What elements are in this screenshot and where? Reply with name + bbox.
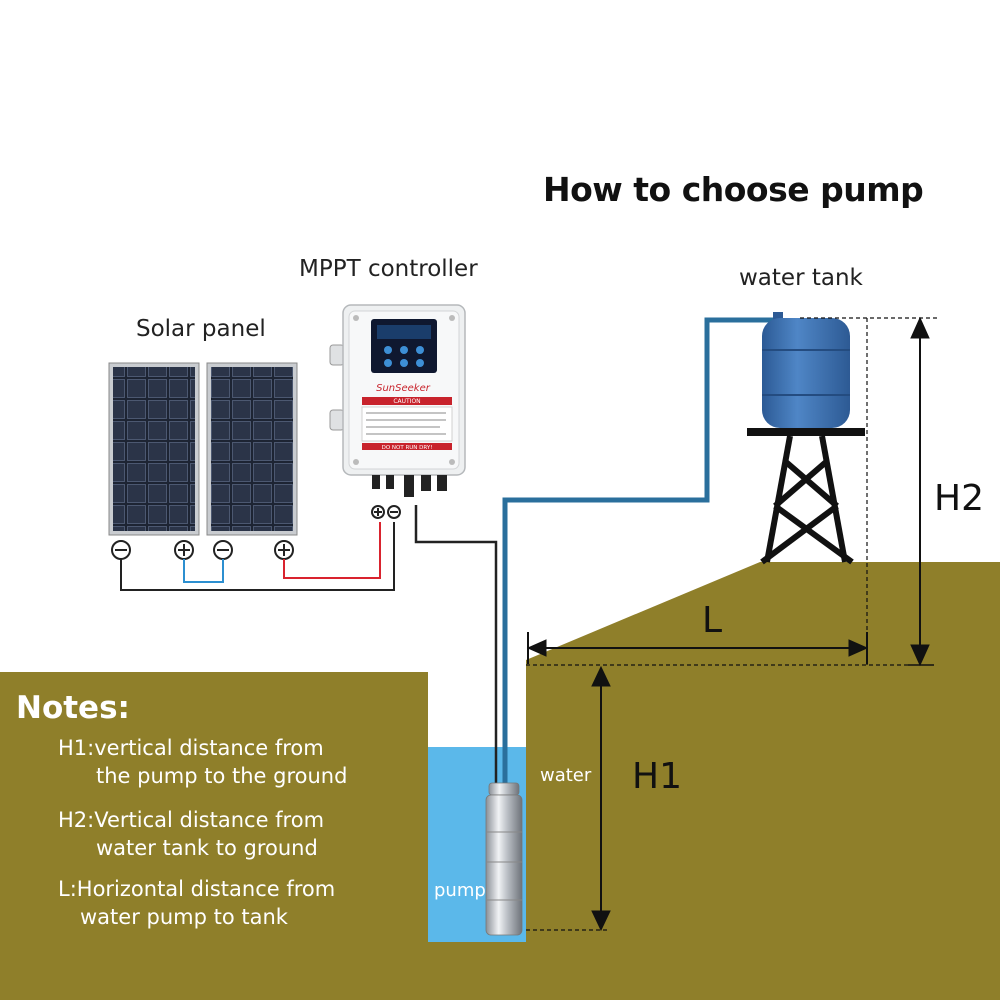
h1-arrow [591,665,611,932]
wire-series-blue [183,559,224,583]
controller-caution: CAUTION [393,398,420,405]
water-label: water [540,765,592,786]
tank-tower [747,428,865,565]
water-tank [762,312,850,428]
water-pipe [502,317,780,790]
dimension-lines [526,316,940,932]
note-h1: H1:vertical distance from the pump to th… [58,734,347,790]
wire-negative-black [120,522,395,591]
h2-label: H2 [934,478,984,519]
h2-arrow [908,316,934,667]
wire-pump-black [414,505,498,790]
wiring [120,505,498,790]
well-bottom-ground [428,942,526,1000]
minus-terminal-2-icon [213,540,233,560]
note-h2: H2:Vertical distance from water tank to … [58,806,324,862]
plus-terminal-2-icon [274,540,294,560]
note-l: L:Horizontal distance from water pump to… [58,875,335,931]
controller-warning: DO NOT RUN DRY! [382,445,433,451]
note-h2-line2: water tank to ground [96,836,318,860]
note-h1-line2: the pump to the ground [96,764,348,788]
minus-terminal-1-icon [111,540,131,560]
controller-brand: SunSeeker [376,383,431,394]
plus-terminal-1-icon [174,540,194,560]
controller-minus-icon [387,505,401,519]
wire-positive-red [283,522,381,579]
l-arrow [526,632,869,664]
page-title: How to choose pump [543,170,924,209]
controller-plus-icon [371,505,385,519]
l-label: L [702,600,723,641]
notes-heading: Notes: [16,690,130,726]
submersible-pump [485,782,523,936]
note-h2-line1: H2:Vertical distance from [58,808,325,832]
mppt-controller-label: MPPT controller [299,256,478,282]
mppt-controller [329,304,466,497]
note-l-line1: L:Horizontal distance from [58,877,336,901]
water-tank-label: water tank [739,265,863,291]
solar-panel-right [206,362,298,536]
ground-right [526,562,1000,1000]
note-l-line2: water pump to tank [80,905,288,929]
note-h1-line1: H1:vertical distance from [58,736,324,760]
pump-label: pump [434,880,486,901]
ground-left [0,672,428,1000]
h1-label: H1 [632,756,682,797]
solar-panel-label: Solar panel [136,316,266,342]
terminal-symbols [111,505,401,560]
ground [0,562,1000,1000]
solar-panel-left [108,362,200,536]
